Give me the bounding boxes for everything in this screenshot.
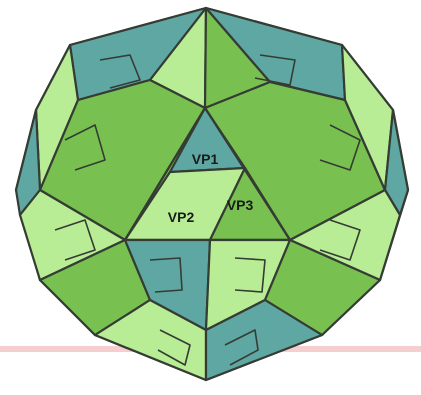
icosahedral-capsid xyxy=(16,8,408,380)
vp1-label: VP1 xyxy=(192,151,219,167)
vp2-label: VP2 xyxy=(168,209,195,225)
vp3-label: VP3 xyxy=(227,197,254,213)
